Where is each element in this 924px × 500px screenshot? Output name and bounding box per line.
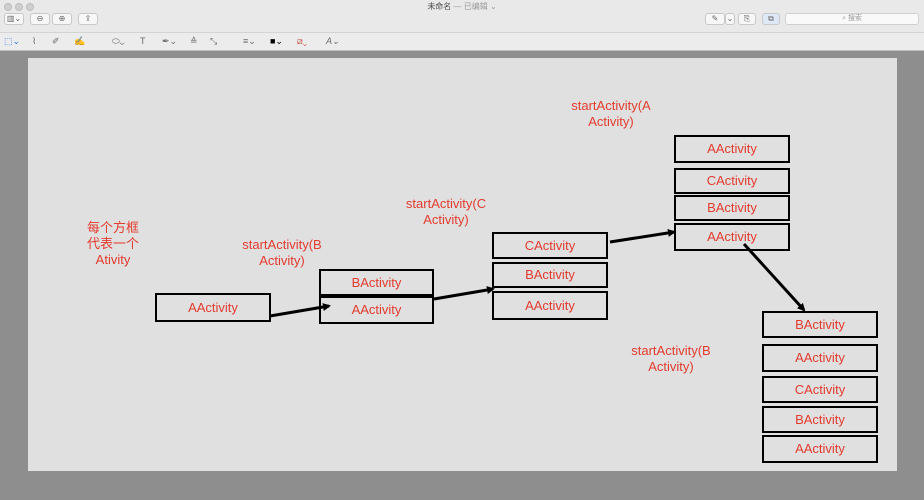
- pen-menu-button[interactable]: ⌄: [725, 13, 735, 25]
- close-window-button[interactable]: [4, 3, 12, 11]
- stack4-activity-box[interactable]: BActivity: [674, 195, 790, 221]
- stack3-activity-box[interactable]: CActivity: [492, 232, 608, 259]
- sketch-tool[interactable]: ✐: [52, 36, 60, 46]
- shapes-tool[interactable]: ⬭⌄: [112, 36, 125, 46]
- search-field[interactable]: ⌕ 搜索: [785, 13, 919, 25]
- stack2-activity-box[interactable]: BActivity: [319, 269, 434, 296]
- edited-status[interactable]: — 已编辑 ⌄: [451, 2, 497, 11]
- line-style-tool[interactable]: ≡⌄: [243, 36, 256, 46]
- zoom-out-button[interactable]: ⊖: [30, 13, 50, 25]
- stack3-activity-box[interactable]: AActivity: [492, 291, 608, 320]
- note-label[interactable]: 每个方框 代表一个 Ativity: [86, 220, 139, 267]
- start-c-label[interactable]: startActivity(C Activity): [405, 196, 487, 227]
- stack2-activity-box[interactable]: AActivity: [319, 296, 434, 324]
- start-b-label-1[interactable]: startActivity(B Activity): [242, 237, 322, 268]
- stack5-activity-box[interactable]: CActivity: [762, 376, 878, 403]
- stack5-activity-box[interactable]: BActivity: [762, 311, 878, 338]
- stack1-activity-box[interactable]: AActivity: [155, 293, 271, 322]
- fill-color-tool[interactable]: ⧄⌄: [297, 36, 307, 46]
- sidebar-toggle-button[interactable]: ▥⌄: [4, 13, 24, 25]
- start-a-label[interactable]: startActivity(A Activity): [571, 98, 651, 129]
- arrow-3[interactable]: [609, 228, 676, 244]
- minimize-window-button[interactable]: [15, 3, 23, 11]
- pen-markup-button[interactable]: ✎: [705, 13, 725, 25]
- border-color-tool[interactable]: ■⌄: [270, 36, 283, 46]
- document-canvas[interactable]: 每个方框 代表一个 Ativity startActivity(B Activi…: [28, 58, 897, 471]
- stack5-activity-box[interactable]: BActivity: [762, 406, 878, 433]
- draw-tool[interactable]: ✍: [74, 36, 86, 46]
- zoom-window-button[interactable]: [26, 3, 34, 11]
- rotate-button[interactable]: ⎘: [738, 13, 756, 25]
- stack5-activity-box[interactable]: AActivity: [762, 344, 878, 372]
- selection-tool[interactable]: ⬚⌄: [4, 36, 21, 46]
- zoom-in-button[interactable]: ⊕: [52, 13, 72, 25]
- stack4-activity-box[interactable]: AActivity: [674, 135, 790, 163]
- share-button[interactable]: ⇪: [78, 13, 98, 25]
- text-tool[interactable]: T: [140, 36, 146, 46]
- text-style-tool[interactable]: A⌄: [326, 36, 340, 46]
- markup-toolbox-button[interactable]: ⧉: [762, 13, 780, 25]
- markup-toolbar: ⬚⌄ ⌇ ✐ ✍ ⬭⌄ T ✒⌄ ≙ ⤡ ≡⌄ ■⌄ ⧄⌄ A⌄: [0, 32, 924, 51]
- title-bar: 未命名 — 已编辑 ⌄ ▥⌄ ⊖ ⊕ ⇪ ✎ ⌄ ⎘ ⧉ ⌕ 搜索: [0, 0, 924, 32]
- arrow-4[interactable]: [742, 242, 806, 312]
- adjust-size-tool[interactable]: ⤡: [210, 36, 218, 46]
- stack3-activity-box[interactable]: BActivity: [492, 262, 608, 288]
- arrow-2[interactable]: [433, 286, 495, 301]
- adjust-color-tool[interactable]: ≙: [190, 36, 198, 46]
- stack4-activity-box[interactable]: CActivity: [674, 168, 790, 194]
- sign-tool[interactable]: ✒⌄: [162, 36, 178, 46]
- stack5-activity-box[interactable]: AActivity: [762, 435, 878, 463]
- window-title: 未命名 — 已编辑 ⌄: [0, 1, 924, 12]
- stack4-activity-box[interactable]: AActivity: [674, 223, 790, 251]
- instant-alpha-tool[interactable]: ⌇: [32, 36, 37, 46]
- start-b-label-2[interactable]: startActivity(B Activity): [631, 343, 711, 374]
- document-name[interactable]: 未命名: [427, 2, 452, 11]
